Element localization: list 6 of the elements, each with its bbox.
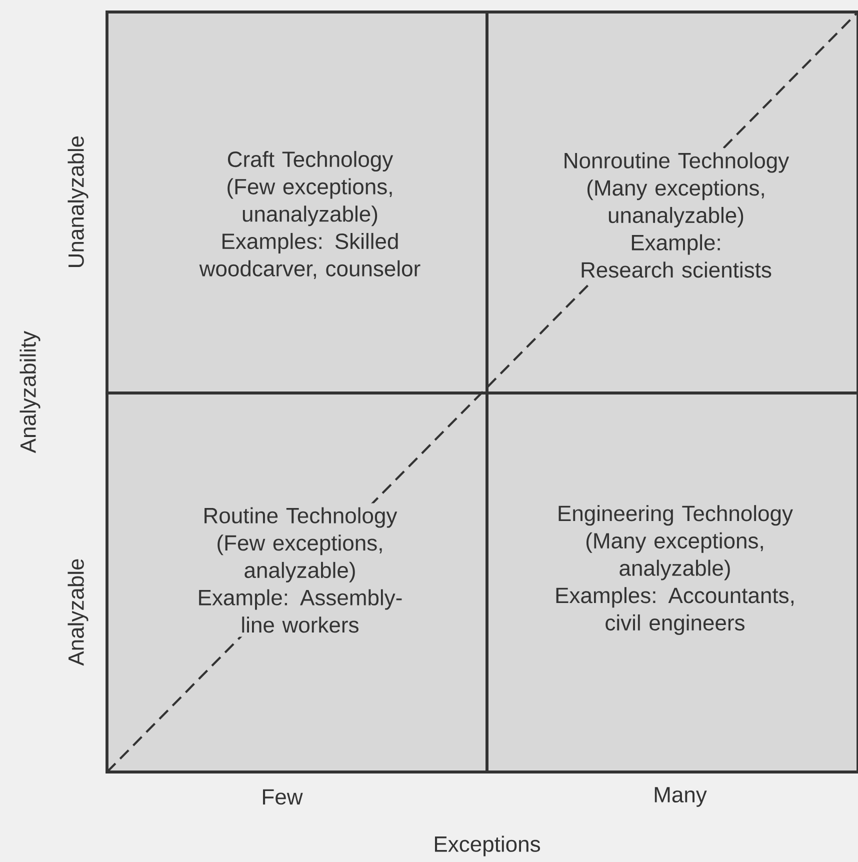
quadrant-box: Craft Technology (Few exceptions, unanalyzable) Examples: Skilled woodcarver, counselor <box>106 10 488 394</box>
quadrant-box: Engineering Technology (Many exceptions, analyzable) Examples: Accountants, civil engineers <box>486 392 858 774</box>
axis-label: Analyzability <box>20 330 40 454</box>
axis-label: Exceptions <box>435 836 540 856</box>
quadrant-box: Nonroutine Technology (Many exceptions, unanalyzable) Example: Research scientists <box>486 10 858 394</box>
quadrant-box: Routine Technology (Few exceptions, analyzable) Example: Assembly-line workers <box>106 392 488 774</box>
